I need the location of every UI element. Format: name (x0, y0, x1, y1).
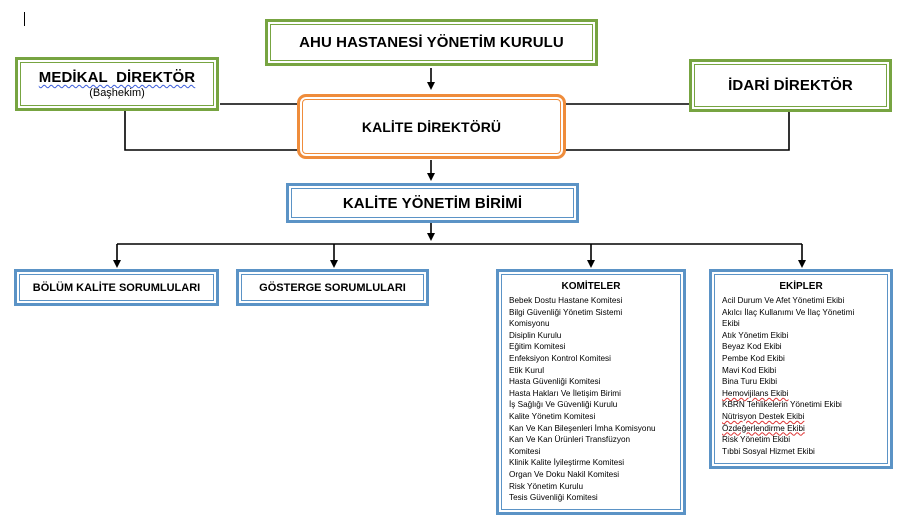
dept-quality-label: BÖLÜM KALİTE SORUMLULARI (32, 281, 201, 294)
committees-item: Bebek Dostu Hastane Komitesi (509, 296, 623, 305)
indicator-label: GÖSTERGE SORUMLULARI (259, 281, 406, 294)
indicator-node: GÖSTERGE SORUMLULARI (236, 269, 429, 306)
teams-item: Pembe Kod Ekibi (722, 353, 785, 363)
committees-item: İş Sağlığı Ve Güvenliği Kurulu (509, 400, 618, 410)
committees-item: Kalite Yönetim Komitesi (509, 411, 596, 421)
board-label: AHU HASTANESİ YÖNETİM KURULU (299, 34, 564, 51)
text-cursor (24, 12, 25, 26)
medical-director-sub: (Başhekim) (89, 87, 145, 99)
teams-item: Atık Yönetim Ekibi (722, 330, 789, 340)
committees-item: Organ Ve Doku Nakil Komitesi (509, 469, 620, 479)
committees-item: Komitesi (509, 446, 541, 456)
committees-item: Bilgi Güvenliği Yönetim Sistemi (509, 307, 623, 317)
committees-item: Komisyonu (509, 319, 550, 329)
teams-item: Bina Turu Ekibi (722, 377, 778, 387)
medical-director-label: MEDİKAL DİREKTÖR (38, 69, 196, 86)
committees-item: Etik Kurul (509, 365, 545, 375)
admin-director-label: İDARİ DİREKTÖR (728, 77, 853, 94)
teams-item: Tıbbi Sosyal Hizmet Ekibi (722, 446, 815, 456)
teams-node: EKİPLER Acil Durum Ve Afet Yönetimi Ekib… (709, 269, 893, 469)
quality-unit-label: KALİTE YÖNETİM BİRİMİ (342, 194, 523, 212)
committees-item: Risk Yönetim Kurulu (509, 481, 584, 491)
committees-item: Kan Ve Kan Ürünleri Transfüzyon (509, 435, 631, 445)
committees-item: Kan Ve Kan Bileşenleri İmha Komisyonu (509, 423, 656, 433)
quality-director-label: KALİTE DİREKTÖRÜ (361, 118, 502, 135)
medical-director-node: MEDİKAL DİREKTÖR (Başhekim) (15, 57, 219, 111)
committees-item: Enfeksiyon Kontrol Komitesi (509, 353, 611, 363)
teams-item: Ekibi (722, 319, 740, 329)
teams-item: Beyaz Kod Ekibi (722, 342, 782, 352)
committees-title: KOMİTELER (561, 281, 621, 292)
teams-item: Akılcı İlaç Kullanımı Ve İlaç Yönetimi (722, 307, 855, 317)
teams-item: Risk Yönetim Ekibi (722, 435, 791, 445)
teams-item: Hemovijilans Ekibi (722, 388, 789, 398)
quality-unit-node: KALİTE YÖNETİM BİRİMİ (286, 183, 579, 223)
committees-item: Tesis Güvenliği Komitesi (509, 493, 598, 503)
committees-item: Eğitim Komitesi (509, 342, 566, 352)
committees-item: Hasta Güvenliği Komitesi (509, 377, 601, 387)
teams-item: Acil Durum Ve Afet Yönetimi Ekibi (722, 296, 845, 305)
teams-item: Nütrisyon Destek Ekibi (722, 411, 805, 421)
quality-director-node: KALİTE DİREKTÖRÜ (297, 94, 566, 159)
admin-director-node: İDARİ DİREKTÖR (689, 59, 892, 112)
teams-item: Mavi Kod Ekibi (722, 365, 777, 375)
teams-item: KBRN Tehlikelerin Yönetimi Ekibi (722, 400, 842, 410)
teams-title: EKİPLER (779, 281, 823, 292)
committees-item: Klinik Kalite İyileştirme Komitesi (509, 458, 625, 468)
teams-item: Özdeğerlendirme Ekibi (722, 423, 805, 433)
committees-item: Disiplin Kurulu (509, 330, 562, 340)
board-node: AHU HASTANESİ YÖNETİM KURULU (265, 19, 598, 66)
dept-quality-node: BÖLÜM KALİTE SORUMLULARI (14, 269, 219, 306)
committees-item: Hasta Hakları Ve İletişim Birimi (509, 388, 621, 398)
